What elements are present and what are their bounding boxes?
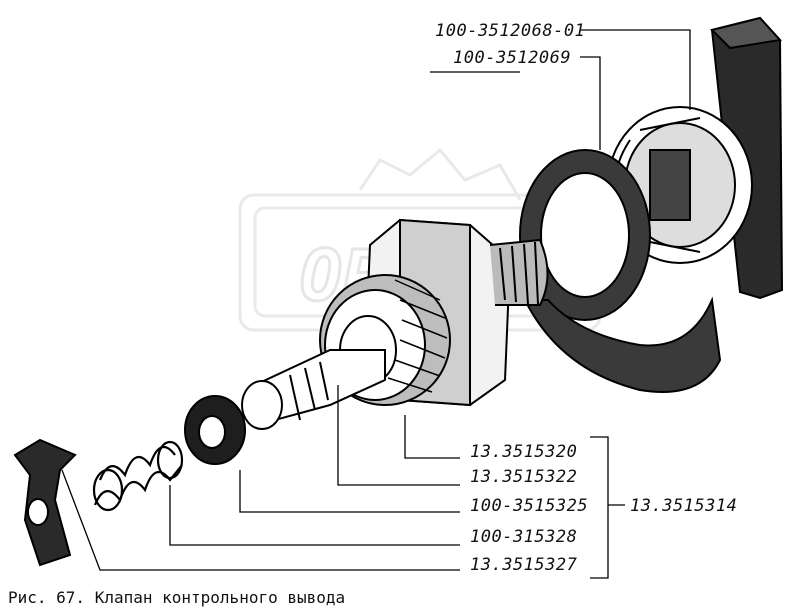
label-knob-a: 100-3512068-01 xyxy=(435,21,585,41)
seal-washer xyxy=(184,395,246,465)
ring-strap xyxy=(519,149,722,393)
spring-clip xyxy=(13,438,77,567)
label-13-3515320: 13.3515320 xyxy=(470,442,577,462)
label-13-3515327: 13.3515327 xyxy=(470,555,578,575)
label-knob-b: 100-3512069 xyxy=(453,48,571,68)
coil-spring xyxy=(92,440,184,512)
label-100-3515325: 100-3515325 xyxy=(470,496,588,516)
leader-lines xyxy=(61,29,691,579)
label-100-315328: 100-315328 xyxy=(470,527,577,547)
plunger-stem xyxy=(241,349,386,430)
label-assembly: 13.3515314 xyxy=(630,496,737,516)
figure-caption: Рис. 67. Клапан контрольного вывода xyxy=(8,588,345,607)
label-13-3515322: 13.3515322 xyxy=(470,467,577,487)
